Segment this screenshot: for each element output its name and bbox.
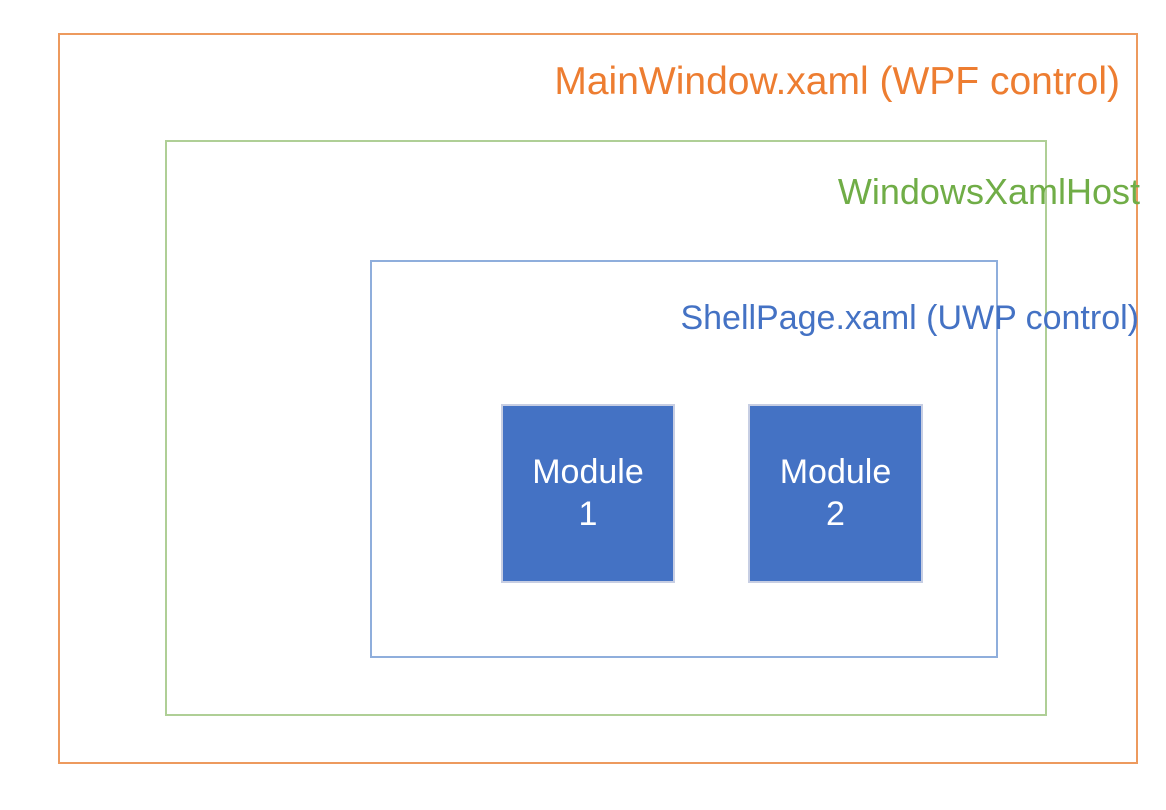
frame-label-shellpage: ShellPage.xaml (UWP control) bbox=[680, 299, 1139, 337]
frame-label-mainwindow: MainWindow.xaml (WPF control) bbox=[554, 60, 1120, 103]
frame-label-windowsxamlhost: WindowsXamlHost bbox=[837, 171, 1140, 212]
module-2-label-line2: 2 bbox=[826, 494, 845, 533]
module-2-label-line1: Module bbox=[779, 453, 892, 492]
module-box-1: Module 1 bbox=[501, 404, 675, 583]
frame-windowsxamlhost bbox=[165, 140, 1047, 716]
module-1-label-line1: Module bbox=[532, 453, 644, 492]
frame-shellpage bbox=[370, 260, 998, 658]
frame-mainwindow bbox=[58, 33, 1138, 764]
module-1-label-line2: 1 bbox=[578, 494, 598, 533]
module-box-2: Module 2 bbox=[748, 404, 923, 583]
